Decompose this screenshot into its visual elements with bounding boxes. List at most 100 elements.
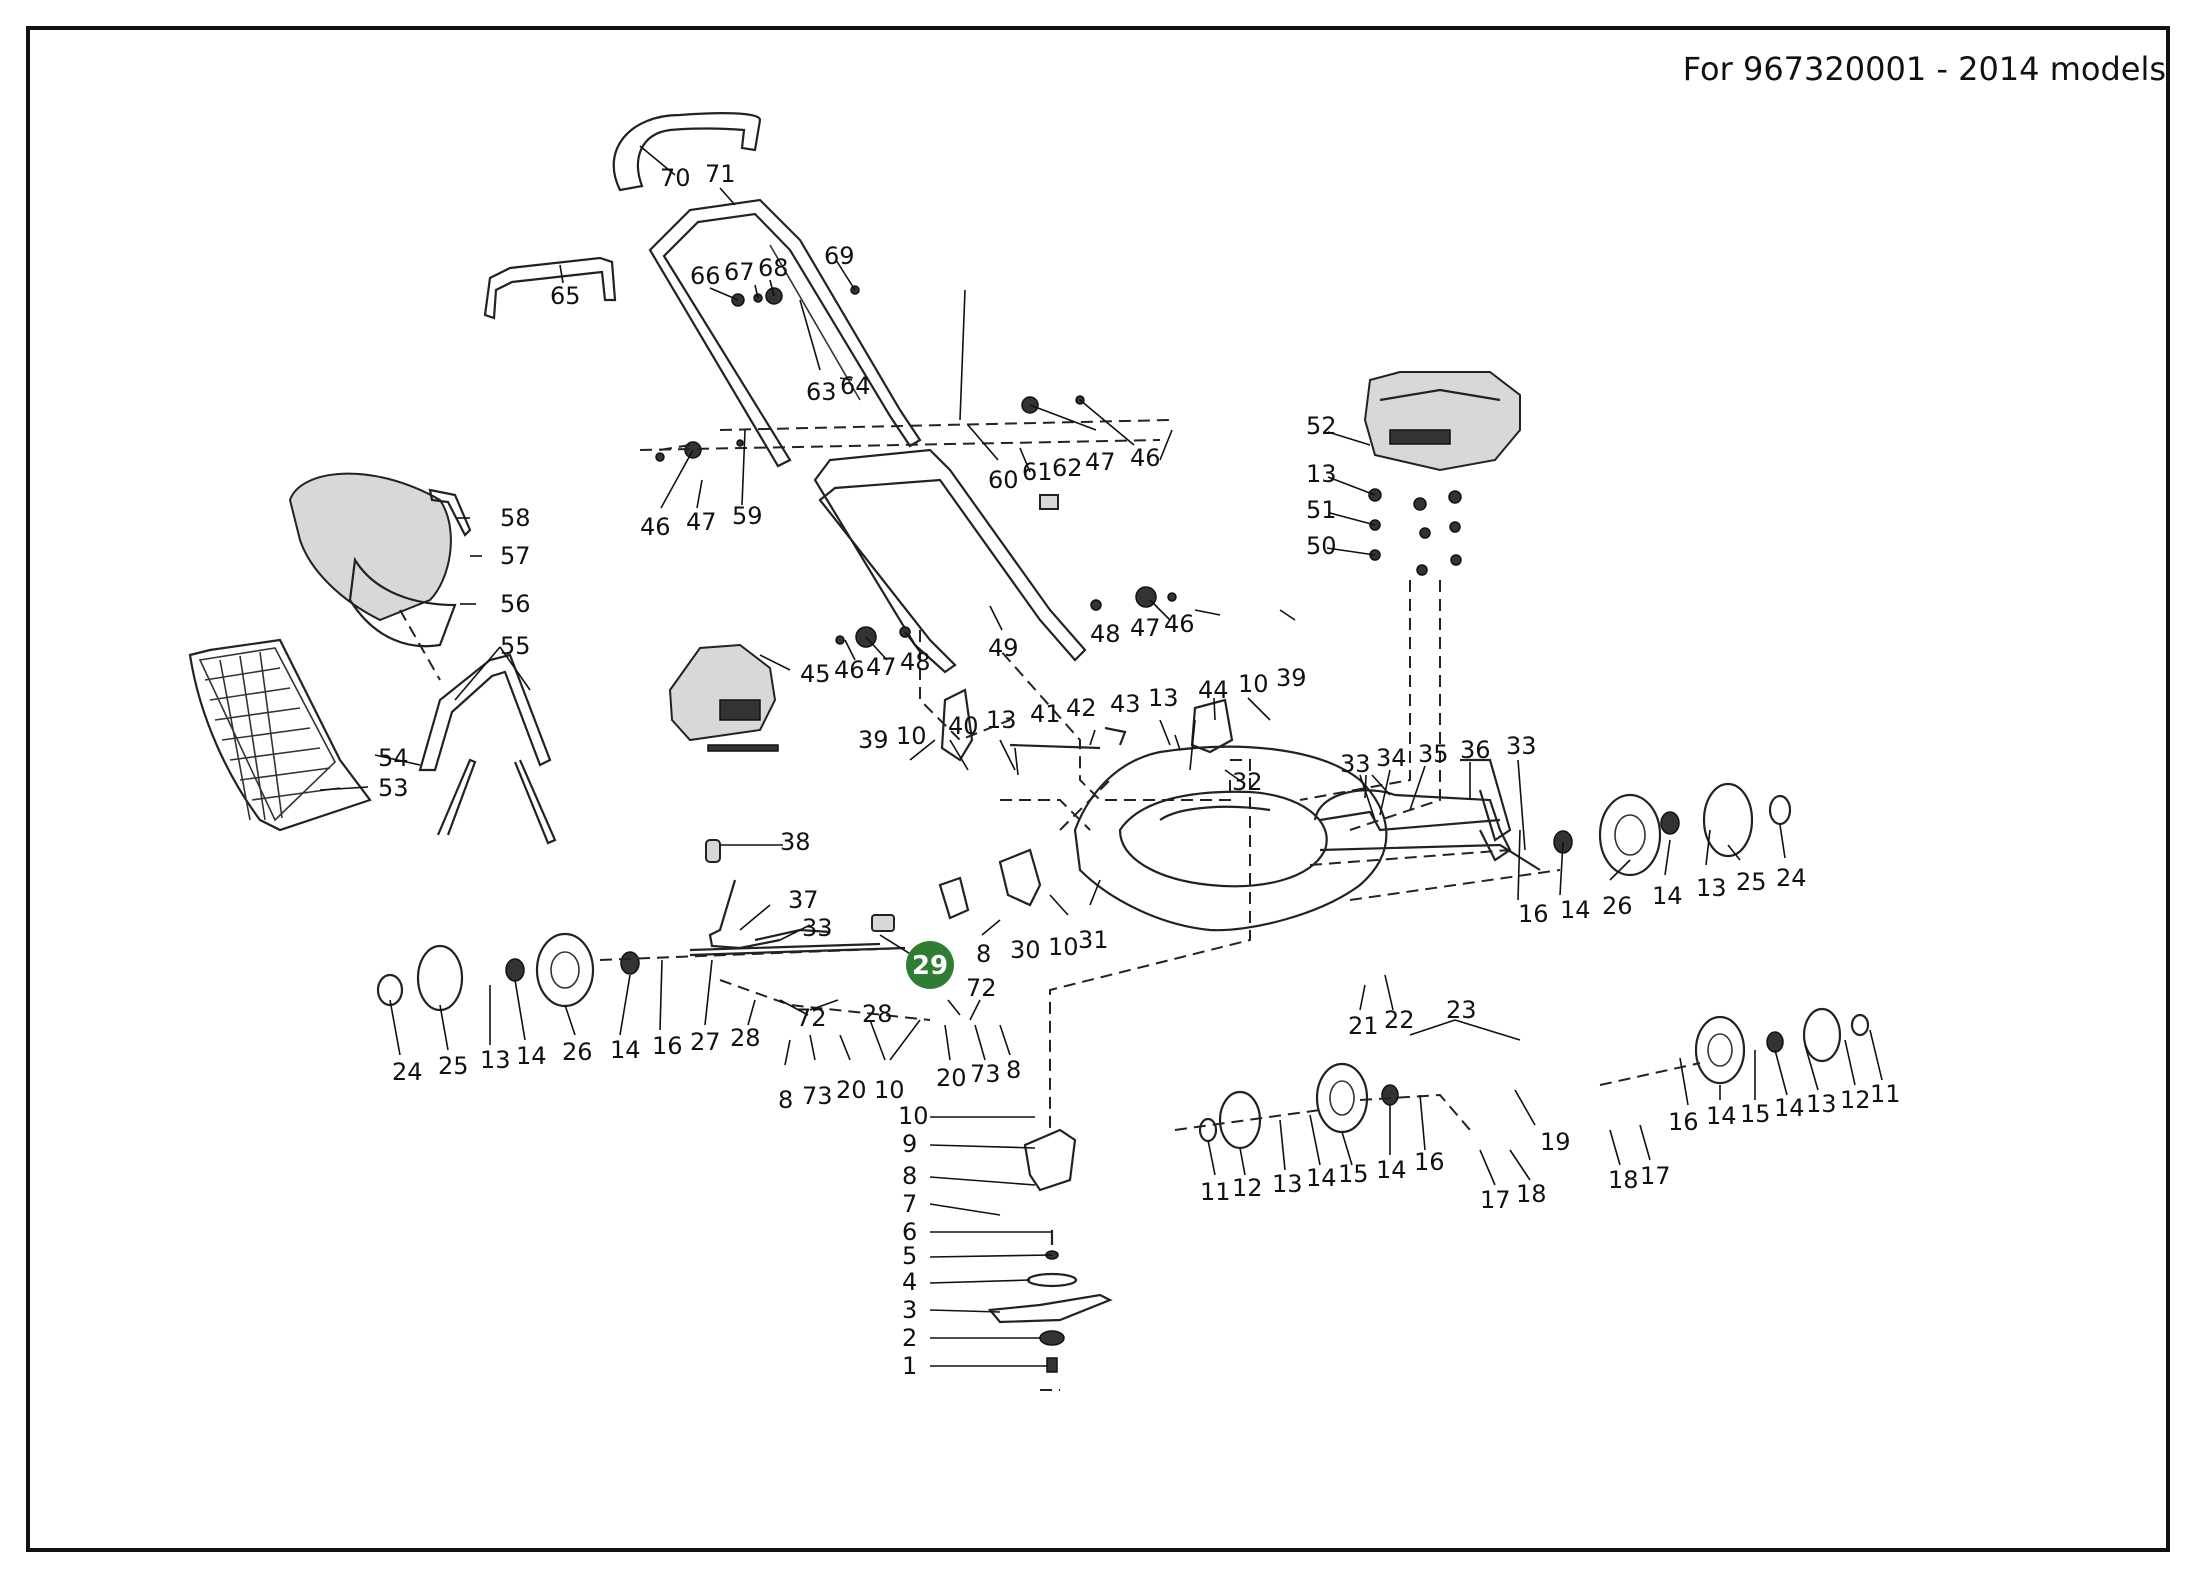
part-label: 55: [500, 632, 531, 660]
part-label: 16: [1518, 900, 1549, 928]
part-label: 32: [1232, 768, 1263, 796]
part-label: 17: [1640, 1162, 1671, 1190]
highlight-badge[interactable]: [906, 941, 954, 989]
part-label: 4: [902, 1268, 917, 1296]
diagram-frame: [26, 26, 2170, 1552]
part-label: 63: [806, 378, 837, 406]
part-label: 50: [1306, 532, 1337, 560]
part-label: 47: [686, 508, 717, 536]
part-label: 17: [1480, 1186, 1511, 1214]
model-label: For 967320001 - 2014 models: [1682, 50, 2166, 88]
part-label: 73: [970, 1060, 1001, 1088]
part-label: 49: [988, 634, 1019, 662]
part-label: 14: [1652, 882, 1683, 910]
part-label: 72: [966, 974, 997, 1002]
part-label: 14: [1376, 1156, 1407, 1184]
grass-bag-frame-bar: [483, 256, 617, 320]
part-label: 12: [1840, 1086, 1871, 1114]
highlighted-part-29[interactable]: 29: [871, 914, 954, 989]
part-label: 33: [1506, 732, 1537, 760]
part-label: 35: [1418, 740, 1449, 768]
part-label: 16: [652, 1032, 683, 1060]
rear-axle: [1319, 843, 1541, 871]
part-label: 8: [902, 1162, 917, 1190]
part-label: 46: [834, 656, 865, 684]
part-label: 27: [690, 1028, 721, 1056]
part-label: 24: [1776, 864, 1807, 892]
part-label: 14: [516, 1042, 547, 1070]
part-label: 14: [1560, 896, 1591, 924]
part-label: 28: [862, 1000, 893, 1028]
part-label: 18: [1516, 1180, 1547, 1208]
control-rods: [1009, 726, 1127, 750]
part-label: 9: [902, 1130, 917, 1158]
part-label: 41: [1030, 700, 1061, 728]
part-number-labels: 70 71 69 66 67 68 65 63 64 60 61 62 47 4…: [378, 160, 1901, 1380]
part-label: 57: [500, 542, 531, 570]
part-label: 58: [500, 504, 531, 532]
rear-axle-bracket: [938, 789, 1512, 920]
part-label: 30: [1010, 936, 1041, 964]
upper-handle-grip: [612, 112, 762, 192]
part-label: 24: [392, 1058, 423, 1086]
part-label: 14: [1306, 1164, 1337, 1192]
part-label: 66: [690, 262, 721, 290]
part-label: 73: [802, 1082, 833, 1110]
part-label: 22: [1384, 1006, 1415, 1034]
part-label: 1: [902, 1352, 917, 1380]
part-label: 16: [1668, 1108, 1699, 1136]
safety-key-holder: [940, 688, 974, 762]
part-label: 8: [1006, 1056, 1021, 1084]
part-label: 8: [778, 1086, 793, 1114]
grass-bag-cover: [288, 472, 457, 648]
part-label: 47: [1085, 448, 1116, 476]
wheel-rear-left: [1198, 1062, 1399, 1150]
part-label: 6: [902, 1218, 917, 1246]
part-label: 18: [1608, 1166, 1639, 1194]
part-label: 60: [988, 466, 1019, 494]
part-label: 11: [1200, 1178, 1231, 1206]
part-label: 14: [1774, 1094, 1805, 1122]
part-label: 13: [1148, 684, 1179, 712]
part-label: 53: [378, 774, 409, 802]
leader-lines: [319, 145, 1883, 1367]
motor-assembly: [1363, 371, 1521, 472]
part-label: 54: [378, 744, 409, 772]
part-label: 13: [480, 1046, 511, 1074]
part-label: 13: [1806, 1090, 1837, 1118]
part-label: 10: [1048, 933, 1079, 961]
wheel-front-right: [1553, 782, 1792, 877]
part-label: 40: [948, 712, 979, 740]
part-label: 25: [438, 1052, 469, 1080]
part-label: 52: [1306, 412, 1337, 440]
part-label: 23: [1446, 996, 1477, 1024]
assembly-lines: [399, 419, 1701, 1391]
part-label: 47: [1130, 614, 1161, 642]
part-label: 36: [1460, 736, 1491, 764]
part-label: 72: [796, 1004, 827, 1032]
grass-bag-basket: [188, 638, 372, 832]
part-label: 46: [1164, 610, 1195, 638]
part-label: 10: [874, 1076, 905, 1104]
part-label: 39: [1276, 664, 1307, 692]
part-label: 14: [610, 1036, 641, 1064]
part-label: 46: [640, 513, 671, 541]
part-label: 26: [562, 1038, 593, 1066]
part-label: 69: [824, 242, 855, 270]
part-label: 26: [1602, 892, 1633, 920]
grass-bag-clip: [428, 488, 472, 537]
part-label: 15: [1740, 1100, 1771, 1128]
part-label: 62: [1052, 454, 1083, 482]
part-label: 59: [732, 502, 763, 530]
part-label: 45: [800, 660, 831, 688]
part-label: 13: [986, 706, 1017, 734]
part-label: 61: [1022, 458, 1053, 486]
part-label: 14: [1706, 1102, 1737, 1130]
switch-box: [1190, 698, 1234, 754]
part-label: 34: [1376, 744, 1407, 772]
blade-assembly: [987, 1128, 1113, 1373]
part-label: 3: [902, 1296, 917, 1324]
part-label: 39: [858, 726, 889, 754]
part-label: 31: [1078, 926, 1109, 954]
